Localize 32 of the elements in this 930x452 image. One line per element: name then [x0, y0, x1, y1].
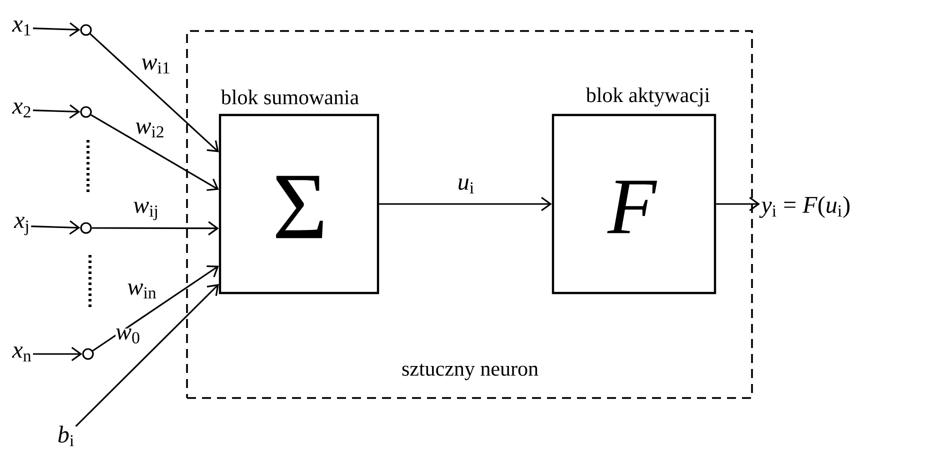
input-circle: [80, 222, 92, 234]
block-symbol: Σ: [276, 176, 323, 238]
arrow: [32, 22, 80, 37]
arrow: [32, 104, 80, 119]
edge-label: w$_{i1}$: [141, 58, 171, 74]
arrow: [90, 114, 219, 191]
signal-label: b$_{i}$: [58, 426, 74, 446]
edge-label: u$_{i}$: [457, 178, 475, 194]
arrow: [32, 346, 82, 362]
signal-label: x$_{1}$: [12, 20, 30, 36]
arrow: [716, 196, 760, 212]
edge-label: w$_{i2}$: [135, 122, 165, 138]
signal-label: x$_{j}$: [14, 216, 28, 236]
arrow: [92, 221, 219, 236]
input-circle: [80, 24, 92, 36]
block-heading: blok sumowania: [220, 90, 359, 104]
arrow: [92, 265, 219, 352]
edge-label: w$_{ij}$: [133, 202, 159, 220]
block-label: sztuczny neuron: [402, 364, 538, 380]
edge-label: w$_{0}$: [116, 328, 140, 344]
signal-label: x$_{n}$: [12, 346, 32, 362]
arrow: [90, 33, 219, 152]
edge-label: w$_{in}$: [127, 284, 157, 298]
signal-label: y$_{i}$ = F(u$_{i}$): [759, 196, 850, 218]
arrow: [379, 196, 552, 212]
block-heading: blok aktywacji: [586, 87, 710, 107]
input-circle: [82, 348, 94, 360]
signal-label: x$_{2}$: [12, 102, 30, 118]
arrow: [31, 220, 80, 235]
block-symbol: F: [607, 180, 658, 234]
arrow: [75, 284, 219, 427]
input-circle: [80, 106, 92, 118]
